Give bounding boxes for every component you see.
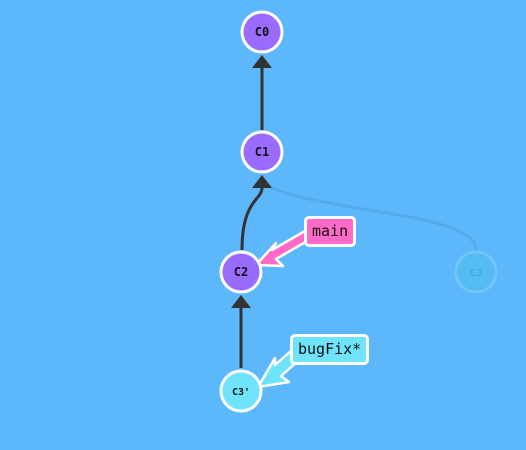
- commit-c2[interactable]: C2: [219, 250, 263, 294]
- branch-bugfix-label[interactable]: bugFix*: [290, 334, 370, 365]
- commit-c0-label: C0: [255, 25, 269, 39]
- commit-c3[interactable]: C3: [454, 250, 498, 294]
- commit-c0[interactable]: C0: [240, 10, 284, 54]
- arrowhead-c0: [252, 55, 272, 68]
- commit-c1[interactable]: C1: [240, 130, 284, 174]
- edge-c2-to-c1: [240, 187, 264, 251]
- arrowhead-c1: [252, 175, 272, 188]
- branch-main-label[interactable]: main: [304, 216, 357, 247]
- commit-c1-label: C1: [255, 145, 269, 159]
- edge-c3-to-c1: [261, 180, 478, 251]
- commit-c3-label: C3: [470, 268, 482, 279]
- commit-c3-prime-label: C3': [232, 387, 250, 398]
- commit-c3-prime[interactable]: C3': [219, 369, 263, 413]
- main-branch-arrow: [254, 229, 311, 268]
- arrowhead-c2: [231, 295, 251, 308]
- commit-c2-label: C2: [234, 265, 248, 279]
